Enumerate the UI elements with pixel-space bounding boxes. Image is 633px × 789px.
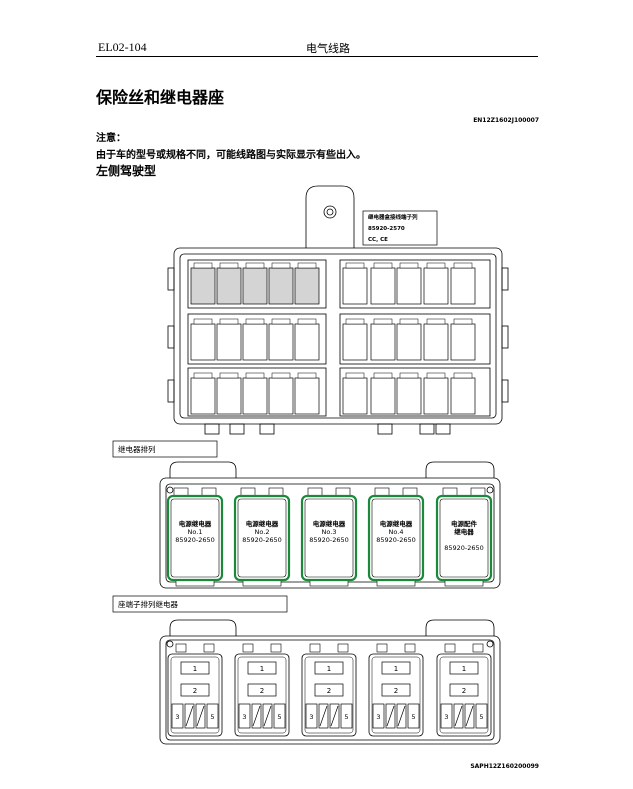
fuse-slot <box>242 377 268 415</box>
relay-box <box>166 494 224 582</box>
fuse-slot <box>242 267 268 305</box>
fuse-slot <box>294 377 320 415</box>
relay-section-text: 继电器排列 <box>118 444 156 454</box>
fuse-slot <box>242 323 268 361</box>
page-title: 保险丝和继电器座 <box>96 88 225 107</box>
terminal-2-label: 2 <box>394 687 398 695</box>
relay-box <box>435 494 493 582</box>
fuse-slot <box>268 377 294 415</box>
relay-number: No.2 <box>255 528 270 536</box>
relay-section-label: 继电器排列 <box>112 440 218 458</box>
fuse-slot <box>396 267 422 305</box>
terminal-3-label: 3 <box>309 713 313 721</box>
fuse-cells <box>190 262 476 415</box>
fuse-slot <box>268 323 294 361</box>
relay-box <box>300 494 358 582</box>
relay-part-number: 85920-2650 <box>376 536 416 544</box>
fuse-slot <box>294 323 320 361</box>
section-title: 电气线路 <box>306 42 350 55</box>
terminal-section-label: 座端子排列继电器 <box>112 595 288 613</box>
terminal-1-label: 1 <box>462 665 466 673</box>
terminal-section-text: 座端子排列继电器 <box>118 599 178 609</box>
header-divider <box>96 56 538 57</box>
fuse-slot <box>342 323 368 361</box>
relay-number: No.3 <box>322 528 337 536</box>
fuse-slot <box>450 323 476 361</box>
relay-name: 电源配件 <box>451 519 478 528</box>
terminal-2-label: 2 <box>260 687 264 695</box>
fuse-slot <box>190 377 216 415</box>
note-label: 注意： <box>96 133 126 144</box>
relay-number: 继电器 <box>454 527 474 536</box>
terminal-3-label: 3 <box>376 713 380 721</box>
note-text: 由于车的型号或规格不同，可能线路图与实际显示有些出入。 <box>96 150 366 161</box>
terminal-1-label: 1 <box>193 665 197 673</box>
terminal-5-label: 5 <box>411 713 415 721</box>
terminal-2-label: 2 <box>327 687 331 695</box>
callout-line-1: 继电器盒接线端子列 <box>368 213 418 221</box>
relay-box <box>367 494 425 582</box>
relay-part-number: 85920-2650 <box>444 544 484 552</box>
relay-part-number: 85920-2650 <box>242 536 282 544</box>
fuse-slot <box>450 377 476 415</box>
terminal-3-label: 3 <box>444 713 448 721</box>
terminal-5-label: 5 <box>210 713 214 721</box>
relay-box <box>233 494 291 582</box>
relay-number: No.4 <box>389 528 404 536</box>
terminal-1-label: 1 <box>260 665 264 673</box>
relay-array: 电源继电器No.185920-2650电源继电器No.285920-2650电源… <box>166 487 493 587</box>
fuse-slot <box>396 323 422 361</box>
relay-name: 电源继电器 <box>380 519 413 528</box>
fuse-slot <box>396 377 422 415</box>
terminal-1-label: 1 <box>394 665 398 673</box>
terminal-5-label: 5 <box>344 713 348 721</box>
fuse-slot <box>268 267 294 305</box>
relay-name: 电源继电器 <box>179 519 212 528</box>
relay-name: 电源继电器 <box>313 519 346 528</box>
sub-heading: 左侧驾驶型 <box>96 164 157 178</box>
fuse-slot <box>342 377 368 415</box>
fuse-slot <box>370 267 396 305</box>
terminal-array: 1 2 3 5 1 2 3 5 1 2 3 5 1 2 3 5 1 2 3 5 <box>167 643 492 737</box>
relay-name: 电源继电器 <box>246 519 279 528</box>
fuse-slot <box>216 323 242 361</box>
callout-line-2: 85920-2570 <box>368 226 405 232</box>
terminal-2-label: 2 <box>193 687 197 695</box>
terminal-3-label: 3 <box>175 713 179 721</box>
fuse-slot <box>370 377 396 415</box>
fuse-slot <box>216 377 242 415</box>
terminal-5-label: 5 <box>277 713 281 721</box>
document-id: EN12Z1602J100007 <box>473 117 539 124</box>
terminal-3-label: 3 <box>242 713 246 721</box>
fuse-slot <box>216 267 242 305</box>
fuse-slot <box>190 323 216 361</box>
fuse-slot <box>423 323 449 361</box>
relay-part-number: 85920-2650 <box>309 536 349 544</box>
fuse-slot <box>342 267 368 305</box>
callout-line-3: CC, CE <box>368 237 388 243</box>
terminal-2-label: 2 <box>462 687 466 695</box>
fuse-slot <box>450 267 476 305</box>
page-code: EL02-104 <box>98 40 147 54</box>
terminal-1-label: 1 <box>327 665 331 673</box>
fuse-slot <box>294 267 320 305</box>
figure-id: SAPH12Z160200099 <box>470 763 539 770</box>
fuse-slot <box>370 323 396 361</box>
fuse-slot <box>423 267 449 305</box>
connector-callout: 继电器盒接线端子列 85920-2570 CC, CE <box>362 210 438 246</box>
relay-number: No.1 <box>188 528 203 536</box>
fuse-slot <box>423 377 449 415</box>
terminal-5-label: 5 <box>479 713 483 721</box>
fuse-slot <box>190 267 216 305</box>
relay-part-number: 85920-2650 <box>175 536 215 544</box>
